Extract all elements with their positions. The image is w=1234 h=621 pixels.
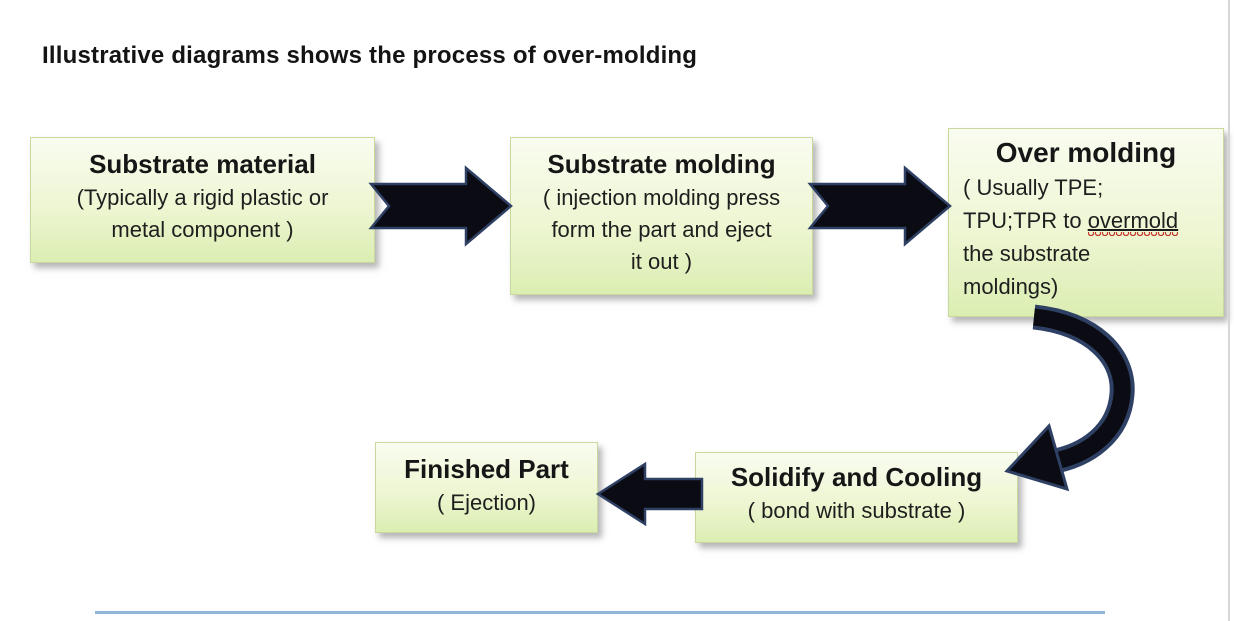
step-finished-part-title: Finished Part bbox=[404, 454, 569, 484]
right-edge-divider bbox=[1228, 0, 1230, 621]
description-line: moldings) bbox=[963, 274, 1059, 299]
right-block-arrow-icon bbox=[368, 165, 513, 247]
step-finished-part-description: ( Ejection) bbox=[376, 487, 597, 519]
step-over-molding: Over molding ( Usually TPE; TPU;TPR to o… bbox=[948, 128, 1224, 317]
description-line: ( Usually TPE; bbox=[963, 175, 1104, 200]
description-line: ( injection molding press bbox=[542, 185, 781, 210]
step-substrate-molding-description: ( injection molding press form the part … bbox=[511, 182, 812, 278]
curved-down-arrow-icon bbox=[1004, 304, 1135, 492]
step-substrate-molding-title: Substrate molding bbox=[547, 149, 776, 179]
step-substrate-material: Substrate material (Typically a rigid pl… bbox=[30, 137, 375, 263]
description-line: (Typically a rigid plastic or bbox=[76, 185, 329, 210]
step-solidify-cooling-description: ( bond with substrate ) bbox=[696, 495, 1017, 527]
step-over-molding-description: ( Usually TPE; TPU;TPR to overmold the s… bbox=[949, 171, 1223, 303]
description-line: ( bond with substrate ) bbox=[747, 498, 966, 523]
step-substrate-material-description: (Typically a rigid plastic or metal comp… bbox=[31, 182, 374, 246]
description-line: metal component ) bbox=[111, 217, 294, 242]
diagram-title: Illustrative diagrams shows the process … bbox=[42, 42, 698, 69]
step-finished-part: Finished Part ( Ejection) bbox=[375, 442, 598, 533]
step-solidify-cooling-title: Solidify and Cooling bbox=[730, 462, 983, 492]
description-line: form the part and eject bbox=[551, 217, 772, 242]
left-block-arrow-icon bbox=[595, 461, 704, 527]
step-solidify-cooling: Solidify and Cooling ( bond with substra… bbox=[695, 452, 1018, 543]
right-block-arrow-icon bbox=[807, 165, 952, 247]
step-over-molding-title: Over molding bbox=[995, 137, 1177, 168]
bottom-horizontal-rule bbox=[95, 611, 1105, 614]
description-line: it out ) bbox=[630, 249, 693, 274]
misspelled-word-overmold: overmold bbox=[1087, 208, 1179, 236]
step-substrate-molding: Substrate molding ( injection molding pr… bbox=[510, 137, 813, 295]
description-line: TPU;TPR to bbox=[963, 208, 1088, 233]
description-line: the substrate bbox=[963, 241, 1091, 266]
description-line: ( Ejection) bbox=[436, 490, 537, 515]
step-substrate-material-title: Substrate material bbox=[89, 149, 316, 179]
